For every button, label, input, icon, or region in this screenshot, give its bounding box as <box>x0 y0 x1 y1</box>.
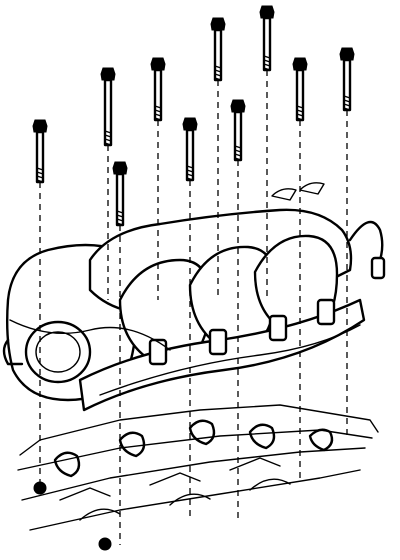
bolt-2 <box>100 67 116 300</box>
bolt-head <box>230 99 246 113</box>
bolt-9 <box>292 57 308 480</box>
bolt-7 <box>230 99 246 520</box>
throttle-lever <box>2 338 24 366</box>
fitting-top <box>299 182 325 195</box>
hose-connector <box>370 256 386 280</box>
bolt-head <box>32 119 48 133</box>
port-1 <box>148 338 168 366</box>
bolt-head <box>292 57 308 71</box>
port-2 <box>208 328 228 356</box>
bolt-5 <box>182 117 198 520</box>
bolt-head <box>100 67 116 81</box>
bolt-head <box>210 17 226 31</box>
bolt-head <box>150 57 166 71</box>
bolt-head <box>182 117 198 131</box>
bolt-3 <box>112 161 128 545</box>
manifold-bolts <box>32 5 355 545</box>
bolt-shaft <box>295 68 305 122</box>
bolt-4 <box>150 57 166 300</box>
bolt-head <box>339 47 355 61</box>
intake-manifold <box>2 182 386 412</box>
bolt-1 <box>32 119 48 485</box>
port-3 <box>268 314 288 342</box>
bolt-shaft <box>153 68 163 122</box>
bolt-6 <box>210 17 226 300</box>
hole-marker-bottom <box>98 537 112 551</box>
bolt-8 <box>259 5 275 300</box>
throttle-bore <box>24 320 92 384</box>
cylinder-head <box>17 404 379 551</box>
bolt-head <box>259 5 275 19</box>
port-4 <box>316 298 336 326</box>
bolt-shaft <box>233 110 243 162</box>
bolt-shaft <box>35 130 45 184</box>
bolt-head <box>112 161 128 175</box>
bolt-shaft <box>213 28 223 82</box>
bolt-shaft <box>185 128 195 182</box>
bolt-shaft <box>342 58 352 112</box>
bolt-10 <box>339 47 355 440</box>
